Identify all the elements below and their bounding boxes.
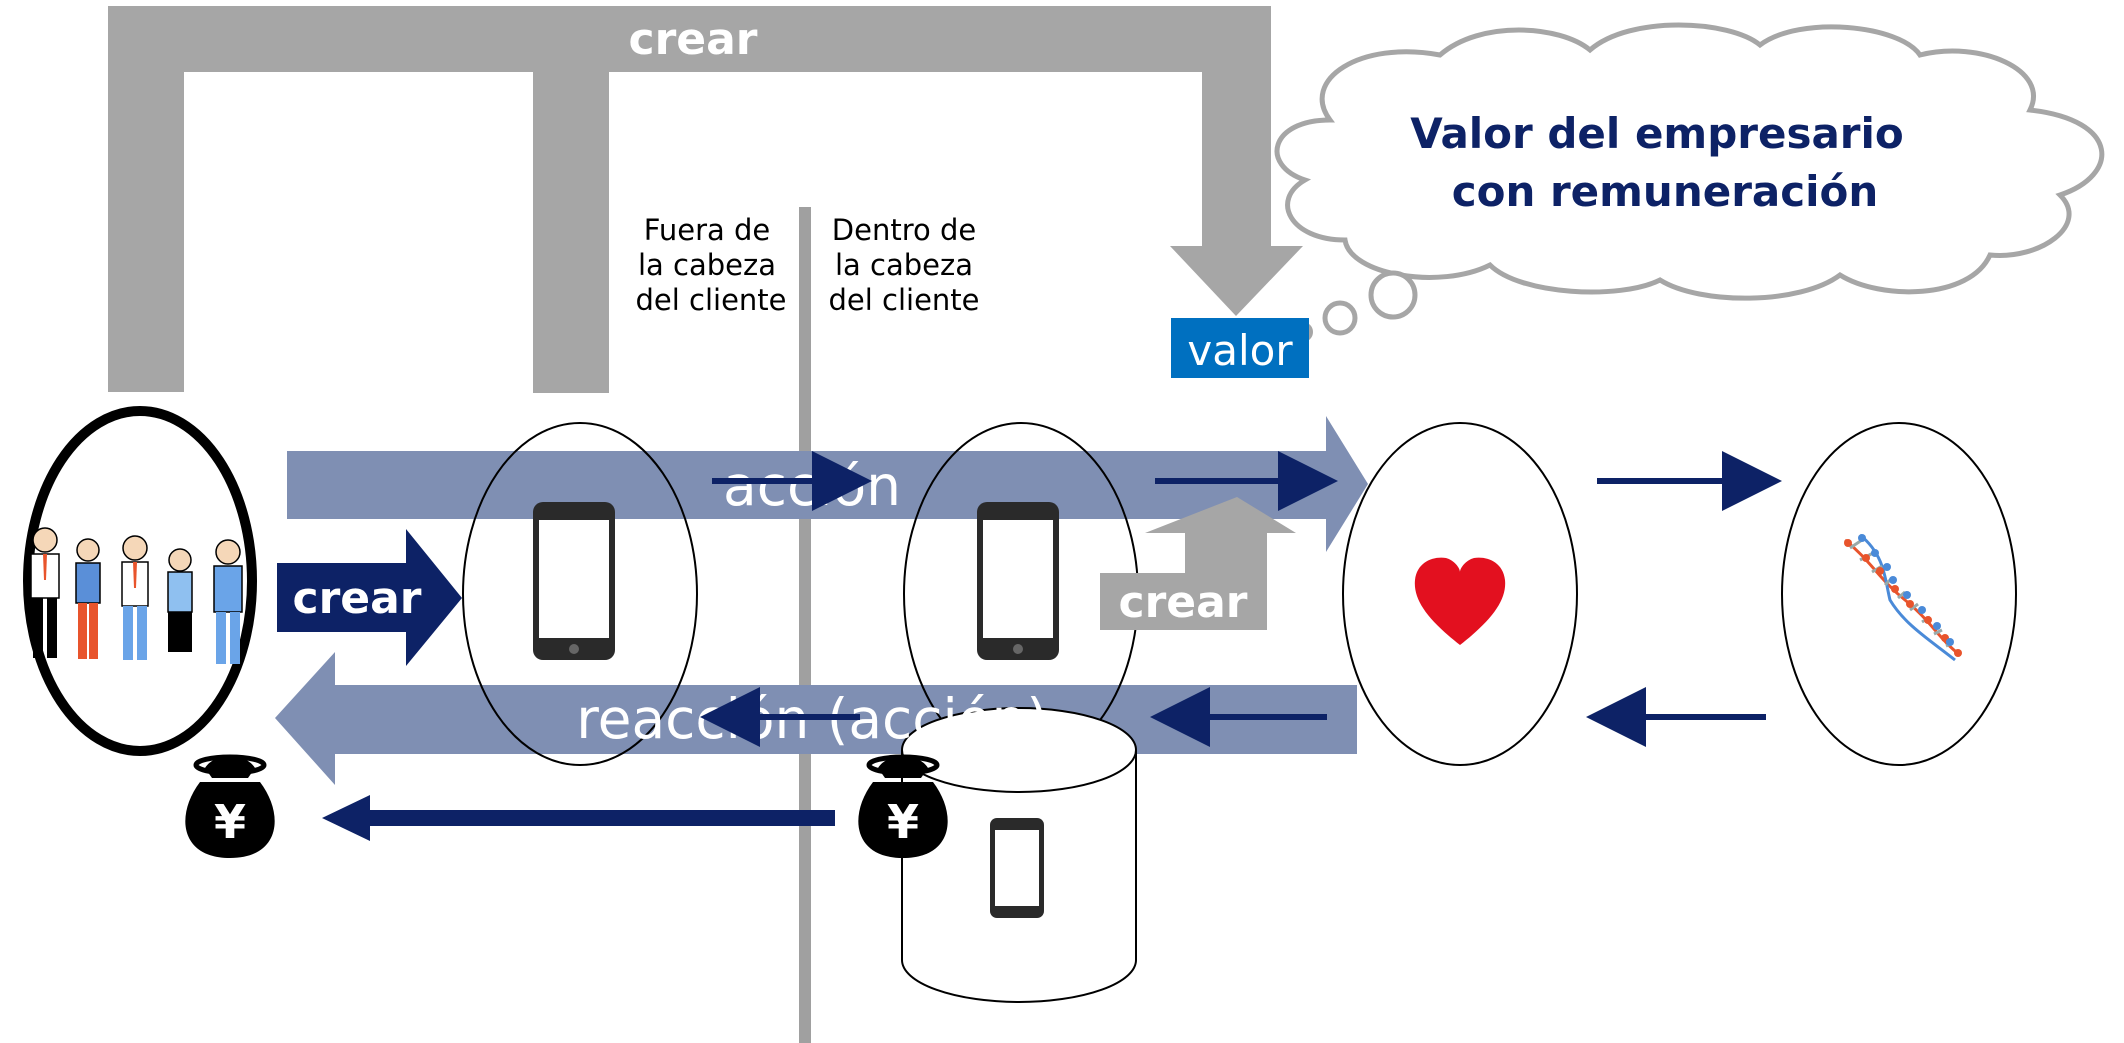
svg-text:Fuera de: Fuera de (644, 213, 770, 247)
smartphone-icon-inside (977, 502, 1059, 660)
people-ellipse (23, 406, 257, 756)
svg-text:¥: ¥ (887, 795, 919, 849)
thought-text-line1: Valor del empresario (1410, 109, 1904, 158)
phone-ellipse-outside (462, 422, 698, 766)
yen-money-bag-icon-left: ¥ (185, 754, 275, 858)
valor-box: valor (1171, 318, 1309, 378)
yen-money-bag-icon-right: ¥ (858, 754, 948, 858)
smartphone-icon-outside (533, 502, 615, 660)
accion-label: acción (723, 454, 901, 518)
outside-head-label: Fuera de la cabeza del cliente (635, 213, 786, 317)
svg-text:la cabeza: la cabeza (638, 248, 776, 282)
svg-text:¥: ¥ (214, 795, 246, 849)
crear-mid-label: crear (1118, 577, 1247, 628)
top-crear-label: crear (628, 14, 757, 65)
crear-left-label: crear (292, 573, 421, 624)
inside-head-label: Dentro de la cabeza del cliente (828, 213, 979, 317)
thought-text-line2: con remuneración (1452, 167, 1879, 216)
svg-text:del cliente: del cliente (828, 283, 979, 317)
dna-icon (1844, 533, 1962, 662)
people-group-icon (30, 527, 243, 664)
crear-mid-arrow (1100, 497, 1296, 630)
svg-text:del cliente: del cliente (635, 283, 786, 317)
svg-text:la cabeza: la cabeza (835, 248, 973, 282)
crear-left-arrow (277, 529, 462, 666)
heart-icon (1414, 557, 1506, 645)
payment-arrow (322, 795, 835, 841)
head-divider-line (799, 207, 811, 1043)
valor-label: valor (1187, 326, 1293, 375)
top-crear-arrow (108, 6, 1303, 393)
svg-text:Dentro de: Dentro de (832, 213, 976, 247)
database-cylinder-icon (901, 707, 1137, 1003)
